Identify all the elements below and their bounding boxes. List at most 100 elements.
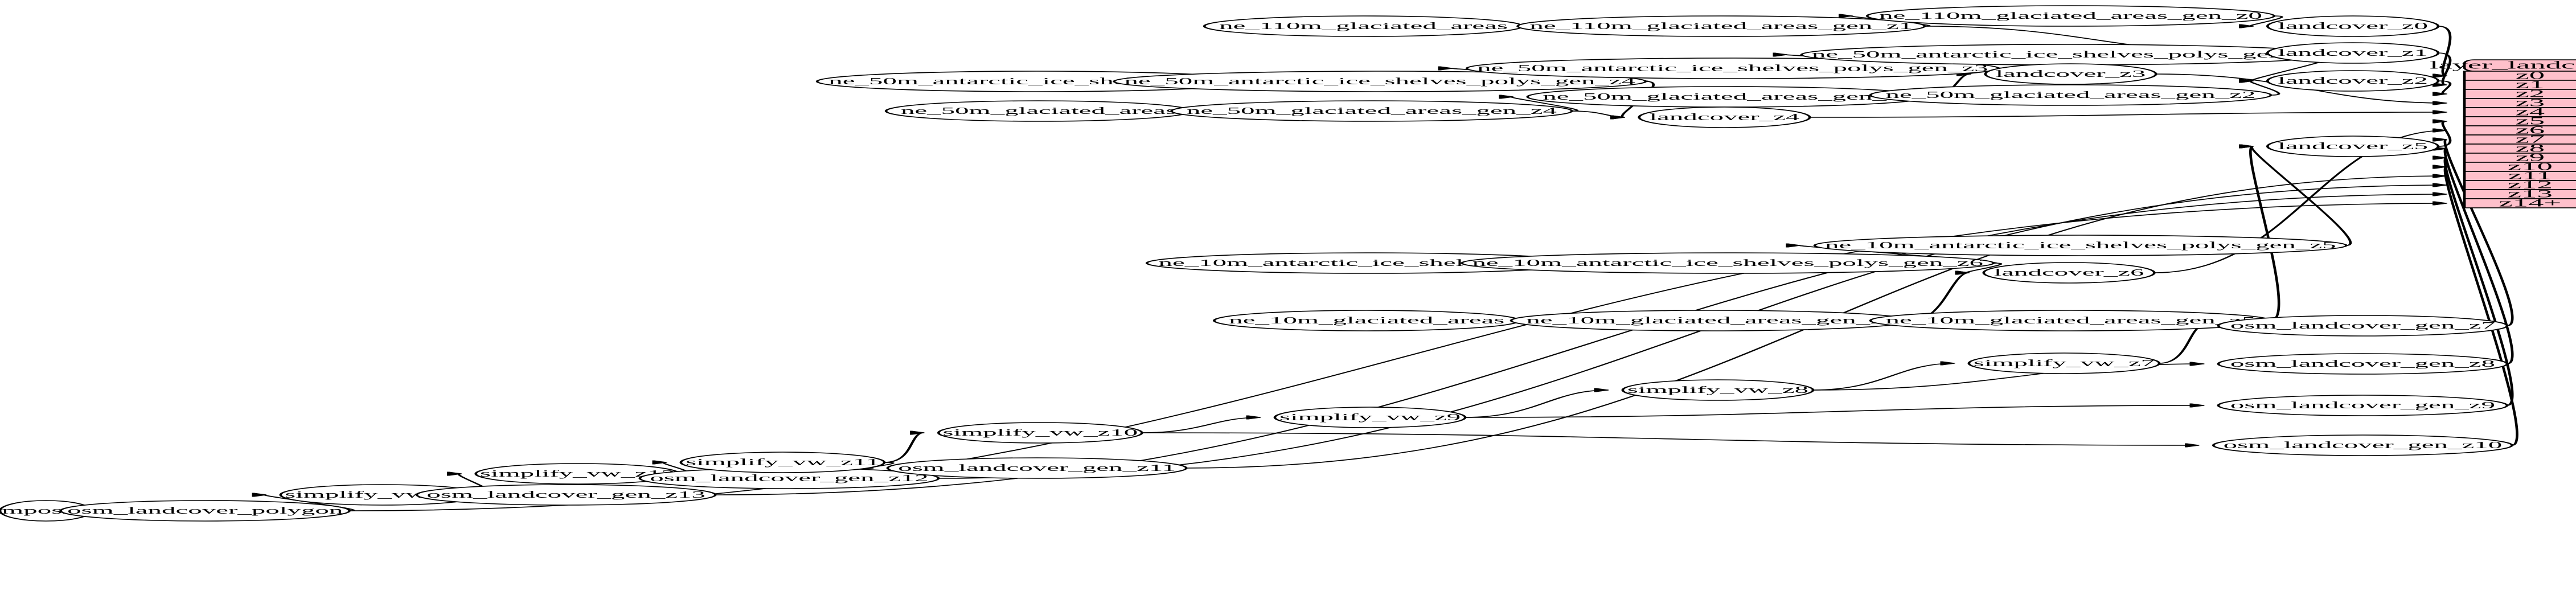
node-label: simplify_vw_z10 — [942, 427, 1138, 438]
node-ellipse — [1113, 71, 1647, 92]
graph-node[interactable]: landcover_z0 — [2266, 15, 2440, 37]
table-row-label: z12 — [2508, 178, 2553, 190]
node-label: landcover_z3 — [1996, 68, 2146, 79]
graph-edge — [2438, 80, 2452, 94]
node-label: osm_landcover_gen_z11 — [898, 462, 1176, 473]
graph-edge — [2445, 167, 2518, 446]
table-row-label: z5 — [2515, 114, 2545, 126]
graph-node[interactable]: osm_landcover_gen_z7 — [2217, 315, 2509, 337]
graph-edge — [2445, 149, 2514, 364]
table-row-cell — [2463, 198, 2576, 208]
node-ellipse — [2217, 395, 2509, 416]
node-label: osm_landcover_polygon — [67, 505, 343, 516]
graph-edge — [1572, 110, 1625, 117]
node-label: ne_10m_glaciated_areas_gen_z6 — [1526, 315, 1896, 326]
node-label: ne_50m_antarctic_ice_shelves_polys_gen_z… — [1812, 49, 2323, 60]
node-ellipse — [1621, 379, 1815, 401]
graph-node[interactable]: osm_landcover_gen_z9 — [2217, 395, 2509, 416]
graph-node[interactable]: ne_110m_glaciated_areas_gen_z1 — [1516, 15, 1926, 37]
graph-node[interactable]: osm_landcover_gen_z8 — [2217, 353, 2509, 375]
node-ellipse — [2266, 15, 2440, 37]
table-header-label: layer_landcover — [2430, 59, 2576, 71]
graph-node[interactable]: ne_50m_glaciated_areas — [884, 100, 1193, 122]
graph-node[interactable]: ne_50m_antarctic_ice_shelves_polys_gen_z… — [1800, 44, 2335, 65]
graph-edge — [2251, 146, 2352, 246]
graph-node[interactable]: osm_landcover_gen_z10 — [2212, 434, 2513, 456]
graph-node[interactable]: ne_10m_glaciated_areas_gen_z6 — [1509, 310, 1913, 331]
node-label: osm_landcover_gen_z9 — [2230, 400, 2495, 411]
graph-node[interactable]: simplify_vw_z9 — [1273, 407, 1467, 428]
node-ellipse — [1516, 15, 1926, 37]
graph-node[interactable]: landcover_z5 — [2266, 136, 2440, 157]
node-label: ne_50m_glaciated_areas_gen_z3 — [1543, 91, 1913, 102]
node-ellipse — [1461, 252, 1995, 274]
graph-node[interactable]: ne_10m_antarctic_ice_shelves_polys_gen_z… — [1813, 235, 2348, 256]
graph-node[interactable]: ne_110m_glaciated_areas — [1203, 15, 1524, 37]
node-ellipse — [1638, 106, 1811, 128]
node-label: simplify_vw_z8 — [1627, 384, 1808, 395]
graph-node[interactable]: landcover_z1 — [2266, 42, 2440, 64]
graph-node[interactable]: ne_50m_antarctic_ice_shelves_polys_gen_z… — [1465, 58, 2000, 79]
graph-node[interactable]: ne_10m_glaciated_areas — [1213, 310, 1521, 331]
node-ellipse — [886, 457, 1188, 479]
table-row-label: z8 — [2515, 142, 2545, 154]
graph-node[interactable]: osm_landcover_polygon — [59, 500, 351, 522]
graph-node[interactable]: landcover_z3 — [1984, 63, 2157, 85]
graph-edge — [2445, 158, 2514, 406]
graph-node[interactable]: simplify_vw_z7 — [1967, 352, 2161, 374]
graph-node[interactable]: ne_10m_antarctic_ice_shelves_polys_gen_z… — [1461, 252, 1995, 274]
graph-node[interactable]: osm_landcover_gen_z12 — [638, 468, 940, 489]
node-label: ne_10m_antarctic_ice_shelves_polys_gen_z… — [1472, 257, 1983, 268]
node-ellipse — [59, 500, 351, 522]
graph-node[interactable]: osm_landcover_gen_z11 — [886, 457, 1188, 479]
node-label: simplify_vw_z12 — [480, 468, 675, 479]
table-row-label: z10 — [2508, 160, 2553, 172]
node-ellipse — [1984, 63, 2157, 85]
graph-node[interactable]: landcover_z6 — [1982, 262, 2156, 284]
table-row-label: z2 — [2515, 87, 2545, 99]
graph-node[interactable]: ne_10m_glaciated_areas_gen_z5 — [1869, 310, 2273, 331]
graph-edge — [938, 185, 2446, 479]
node-label: landcover_z5 — [2278, 141, 2428, 151]
graph-node[interactable]: simplify_vw_z10 — [937, 422, 1143, 444]
graph-node[interactable]: ne_50m_antarctic_ice_shelves_polys_gen_z… — [1113, 71, 1647, 92]
node-ellipse — [2217, 315, 2509, 337]
graph-node[interactable]: simplify_vw_z11 — [679, 452, 886, 473]
table-row-label: z1 — [2515, 78, 2545, 90]
graph-edge — [1511, 97, 1578, 112]
graph-node[interactable]: ne_50m_glaciated_areas_gen_z3 — [1526, 86, 1930, 108]
graph-node[interactable]: ne_50m_glaciated_areas_gen_z2 — [1869, 84, 2273, 106]
graph-node[interactable]: ne_110m_glaciated_areas_gen_z0 — [1865, 5, 2276, 27]
node-ellipse — [1869, 84, 2273, 106]
nodes-layer: imposm3osm_landcover_polygonsimplify_vw_… — [0, 5, 2513, 522]
node-label: ne_110m_glaciated_areas_gen_z1 — [1529, 20, 1913, 31]
node-label: landcover_z6 — [1994, 267, 2144, 278]
graph-edge — [2250, 81, 2280, 96]
graph-node[interactable]: landcover_z2 — [2266, 70, 2440, 92]
graph-edge — [2250, 15, 2283, 26]
node-label: ne_50m_glaciated_areas_gen_z2 — [1885, 89, 2255, 100]
graph-edge — [1465, 390, 1608, 418]
graph-node[interactable]: simplify_vw_z8 — [1621, 379, 1815, 401]
graph-edge — [2438, 52, 2452, 85]
node-ellipse — [1865, 5, 2276, 27]
node-label: ne_50m_glaciated_areas — [901, 105, 1176, 116]
node-label: ne_110m_glaciated_areas — [1219, 20, 1508, 31]
node-label: landcover_z2 — [2278, 75, 2428, 86]
graph-node[interactable]: osm_landcover_gen_z13 — [415, 484, 717, 506]
table-row-label: z0 — [2515, 69, 2545, 81]
node-ellipse — [1170, 100, 1573, 122]
node-ellipse — [937, 422, 1143, 444]
graph-node[interactable]: ne_50m_glaciated_areas_gen_z4 — [1170, 100, 1573, 122]
node-ellipse — [1967, 352, 2161, 374]
graph-node[interactable]: landcover_z4 — [1638, 106, 1811, 128]
graph-edge — [1813, 363, 1954, 391]
node-ellipse — [679, 452, 886, 473]
graph-edge — [884, 433, 924, 463]
graph-edge — [1810, 112, 2446, 118]
graph-edge — [1465, 405, 2204, 418]
graph-edge — [2438, 26, 2452, 76]
table-row-label: z3 — [2515, 96, 2545, 108]
